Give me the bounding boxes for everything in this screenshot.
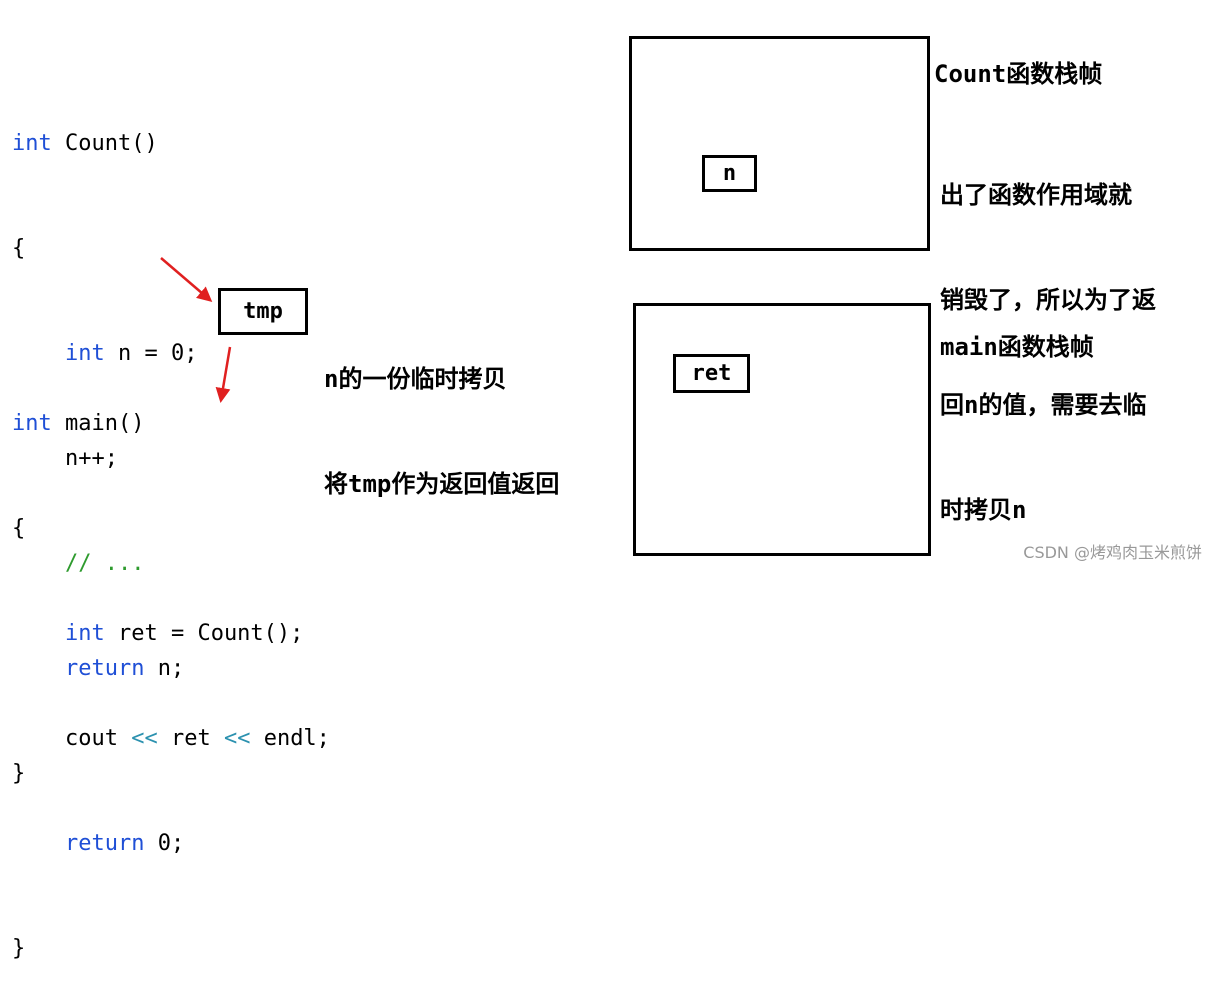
main-line-2: cout << ret << endl; <box>64 726 330 751</box>
count-signature: int Count() <box>12 131 158 156</box>
tmp-note: n的一份临时拷贝 将tmp作为返回值返回 <box>324 292 559 537</box>
count-line-2: n++; <box>64 446 118 471</box>
main-signature: int main() <box>12 411 145 436</box>
count-note-line-4: 时拷贝n <box>940 496 1027 524</box>
arrow-n-to-tmp <box>160 257 213 302</box>
count-line-1: int n = 0; <box>64 341 198 366</box>
watermark: CSDN @烤鸡肉玉米煎饼 <box>1023 543 1202 562</box>
main-var-ret-label: ret <box>691 361 732 386</box>
count-frame-note: 出了函数作用域就 销毁了，所以为了返 回n的值，需要去临 时拷贝n <box>940 108 1156 563</box>
main-open-brace: { <box>12 516 26 541</box>
main-var-ret-box: ret <box>673 354 750 393</box>
count-var-n-label: n <box>722 161 737 186</box>
main-frame-title: main函数栈帧 <box>940 333 1094 361</box>
tmp-label: tmp <box>243 299 283 324</box>
count-frame-title: Count函数栈帧 <box>934 60 1103 88</box>
tmp-box: tmp <box>218 288 308 335</box>
count-note-line-1: 出了函数作用域就 <box>940 181 1132 209</box>
count-stack-frame <box>629 36 930 251</box>
count-note-line-3: 回n的值，需要去临 <box>940 391 1147 419</box>
arrows-layer <box>160 257 232 403</box>
count-note-line-2: 销毁了，所以为了返 <box>940 286 1156 314</box>
main-line-1: int ret = Count(); <box>64 621 304 646</box>
main-line-3: return 0; <box>64 831 185 856</box>
tmp-note-line-1: n的一份临时拷贝 <box>324 365 507 393</box>
count-var-n-box: n <box>702 155 757 192</box>
main-stack-frame <box>633 303 931 556</box>
arrow-tmp-to-ret <box>215 346 232 403</box>
count-open-brace: { <box>12 236 26 261</box>
tmp-note-line-2: 将tmp作为返回值返回 <box>324 470 560 498</box>
main-close-brace: } <box>12 936 26 961</box>
